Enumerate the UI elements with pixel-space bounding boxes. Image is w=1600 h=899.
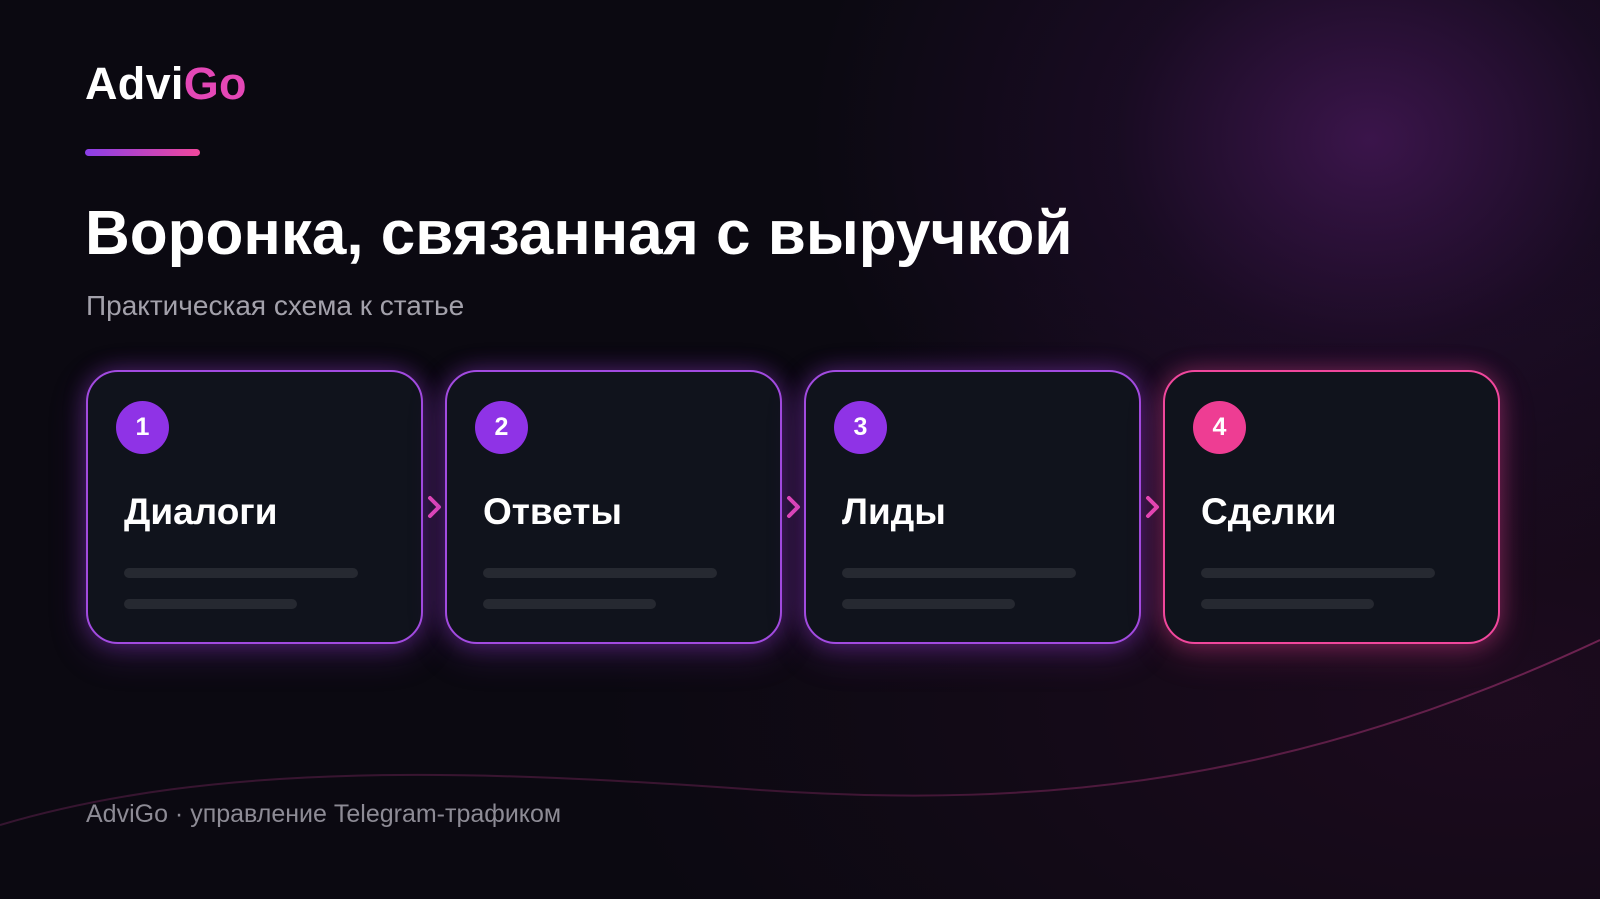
page-title: Воронка, связанная с выручкой: [85, 199, 1073, 268]
step-number-badge: 3: [834, 401, 887, 454]
chevron-right-icon: [1146, 496, 1159, 518]
step-label: Ответы: [483, 491, 622, 532]
chevron-right-icon: [428, 496, 441, 518]
step-number-badge: 1: [116, 401, 169, 454]
logo-text-accent: Go: [183, 58, 247, 109]
step-number-badge: 2: [475, 401, 528, 454]
step-label: Диалоги: [124, 491, 278, 532]
footer-caption: AdviGo · управление Telegram-трафиком: [86, 800, 562, 828]
placeholder-line: [842, 599, 1015, 609]
logo-text-primary: Advi: [85, 58, 184, 109]
placeholder-line: [124, 599, 297, 609]
step-number-badge: 4: [1193, 401, 1246, 454]
funnel-step-dialogs: 1 Диалоги: [86, 370, 423, 644]
funnel-step-replies: 2 Ответы: [445, 370, 782, 644]
page-subtitle: Практическая схема к статье: [86, 290, 465, 321]
placeholder-line: [842, 568, 1076, 578]
placeholder-line: [1201, 599, 1374, 609]
funnel-step-deals: 4 Сделки: [1163, 370, 1500, 644]
chevron-right-icon: [787, 496, 800, 518]
placeholder-line: [124, 568, 358, 578]
placeholder-line: [483, 568, 717, 578]
step-label: Сделки: [1201, 491, 1337, 532]
step-label: Лиды: [842, 491, 946, 532]
funnel-steps: 1 Диалоги 2 Ответы 3 Лиды 4 Сделки: [86, 370, 1516, 648]
placeholder-line: [483, 599, 656, 609]
placeholder-line: [1201, 568, 1435, 578]
brand-logo: AdviGo: [85, 58, 247, 110]
funnel-step-leads: 3 Лиды: [804, 370, 1141, 644]
title-accent-divider: [85, 149, 200, 156]
